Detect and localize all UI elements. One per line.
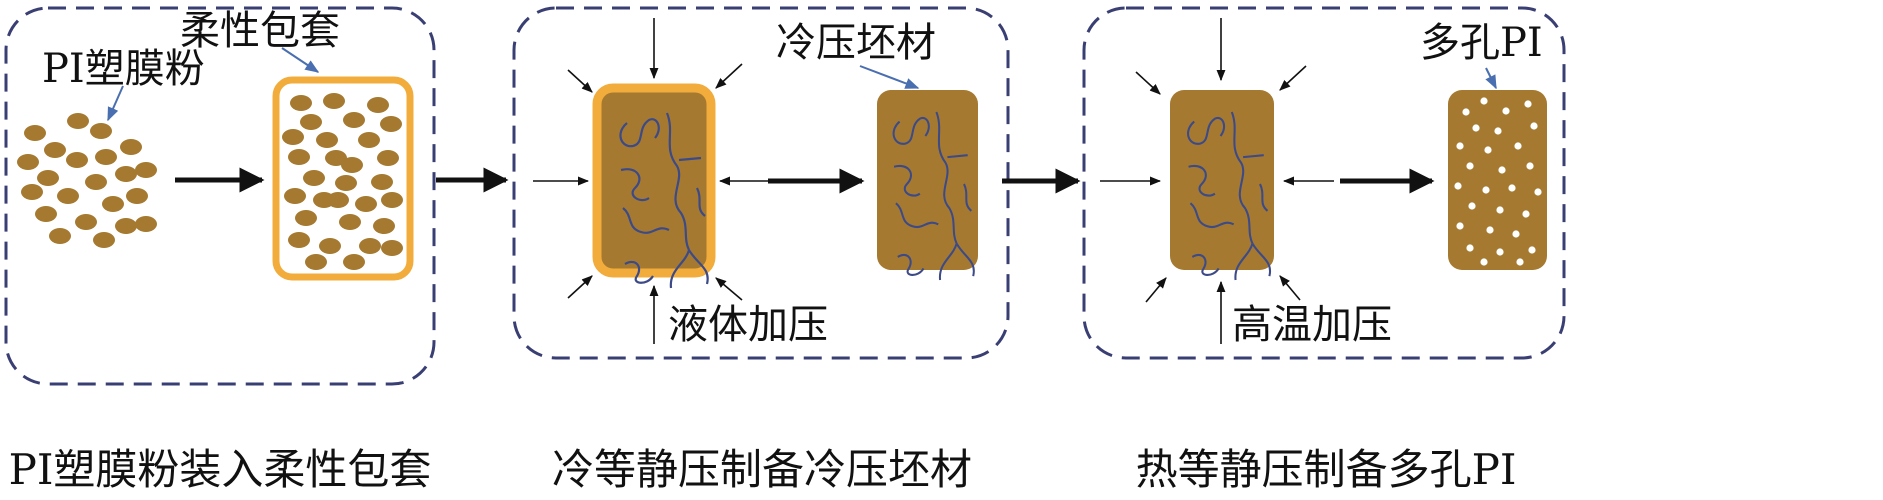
caption-step-2: 冷等静压制备冷压坯材 bbox=[552, 445, 972, 494]
panel-3: 多孔PI 高温加压 bbox=[1082, 6, 1566, 360]
cold-billet-callout-line bbox=[859, 65, 920, 89]
liquid-pressure-label: 液体加压 bbox=[668, 302, 828, 348]
sheath-callout-line bbox=[281, 47, 320, 73]
powder-label: PI塑膜粉 bbox=[42, 46, 205, 92]
high-temp-pressure-label: 高温加压 bbox=[1232, 302, 1392, 348]
panel-3-border bbox=[1082, 6, 1566, 360]
panel-2: 冷压坯材 液体加压 bbox=[512, 6, 1010, 360]
hot-pressed-billet bbox=[1170, 90, 1274, 270]
cold-billet-label: 冷压坯材 bbox=[776, 20, 936, 66]
panel-2-border bbox=[512, 6, 1010, 360]
porous-pi-label: 多孔PI bbox=[1420, 20, 1543, 66]
caption-step-1: PI塑膜粉装入柔性包套 bbox=[9, 445, 432, 494]
panel-1-border bbox=[4, 6, 436, 386]
panel-1: PI塑膜粉 柔性包套 bbox=[4, 6, 436, 386]
caption-step-3: 热等静压制备多孔PI bbox=[1136, 445, 1517, 494]
sheathed-billet bbox=[592, 83, 716, 278]
pores bbox=[1454, 97, 1542, 266]
high-temp-pressure-arrows bbox=[1100, 18, 1334, 344]
powder-callout-line bbox=[107, 85, 124, 122]
porous-pi-callout-line bbox=[1485, 67, 1497, 90]
porous-pi-billet bbox=[1448, 90, 1547, 270]
pi-powder-particles bbox=[17, 113, 157, 248]
packed-powder bbox=[282, 93, 403, 270]
liquid-pressure-arrows bbox=[533, 18, 772, 344]
sheath-label: 柔性包套 bbox=[180, 8, 340, 54]
cold-pressed-billet bbox=[877, 90, 978, 270]
